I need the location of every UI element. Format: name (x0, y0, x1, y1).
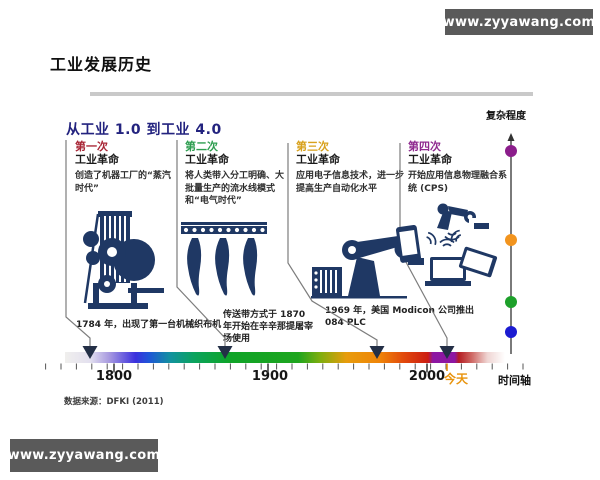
era-3-ordinal: 第三次 (296, 140, 329, 153)
era-4-description: 开始应用信息物理融合系统 (CPS) (408, 171, 508, 194)
complexity-axis-label: 复杂程度 (486, 111, 526, 122)
era-3-title: 工业革命 (296, 153, 340, 167)
era-2: 第二次 工业革命 将人类带入分工明确、大批量生产的流水线模式和“电气时代” (185, 140, 285, 207)
diagram-subtitle: 从工业 1.0 到工业 4.0 (66, 122, 222, 138)
divider-rest (90, 92, 533, 96)
complexity-dot-era3 (505, 234, 517, 246)
data-source: 数据来源：DFKI (2011) (64, 397, 164, 407)
timeline-gradient-bar (65, 352, 505, 363)
watermark-bottom-text: www.zyyawang.com (7, 448, 161, 463)
era-2-title: 工业革命 (185, 153, 229, 167)
era-1-description: 创造了机器工厂的“蒸汽时代” (75, 171, 171, 194)
era-1: 第一次 工业革命 创造了机器工厂的“蒸汽时代” (75, 140, 175, 195)
era-1-ordinal: 第一次 (75, 140, 108, 153)
year-label-1900: 1900 (251, 369, 289, 384)
year-label-1800: 1800 (95, 369, 133, 384)
era-1-title: 工业革命 (75, 153, 119, 167)
axis-arrow-icon (507, 133, 515, 141)
era-4: 第四次 工业革命 开始应用信息物理融合系统 (CPS) (408, 140, 508, 195)
today-label: 今天 (444, 372, 469, 386)
event-1870: 传送带方式于 1870 年开始在辛辛那提屠宰场使用 (223, 310, 314, 345)
title-divider (30, 92, 533, 96)
era-2-description: 将人类带入分工明确、大批量生产的流水线模式和“电气时代” (185, 171, 285, 206)
event-1969: 1969 年，美国 Modicon 公司推出 084 PLC (325, 306, 475, 329)
time-axis-label: 时间轴 (498, 374, 531, 387)
era-4-title: 工业革命 (408, 153, 452, 167)
divider-accent (30, 92, 90, 96)
event-1784: 1784 年，出现了第一台机械织布机 (76, 320, 222, 330)
era-2-ordinal: 第二次 (185, 140, 218, 153)
complexity-dot-era1 (505, 326, 517, 338)
era-3: 第三次 工业革命 应用电子信息技术，进一步提高生产自动化水平 (296, 140, 408, 195)
conveyor-carcasses-icon (181, 222, 267, 296)
year-label-2000: 2000 (408, 369, 446, 384)
complexity-dot-era2 (505, 296, 517, 308)
era-4-ordinal: 第四次 (408, 140, 441, 153)
page-title: 工业发展历史 (50, 55, 153, 74)
watermark-top: www.zyyawang.com (442, 9, 596, 35)
wifi-signal-icon (426, 229, 462, 247)
era-3-description: 应用电子信息技术，进一步提高生产自动化水平 (296, 171, 405, 194)
connected-devices-icon (395, 203, 498, 286)
robot-arm-icon (311, 236, 424, 299)
watermark-top-text: www.zyyawang.com (442, 14, 596, 30)
loom-machine-icon (83, 211, 164, 309)
watermark-bottom: www.zyyawang.com (7, 439, 161, 472)
